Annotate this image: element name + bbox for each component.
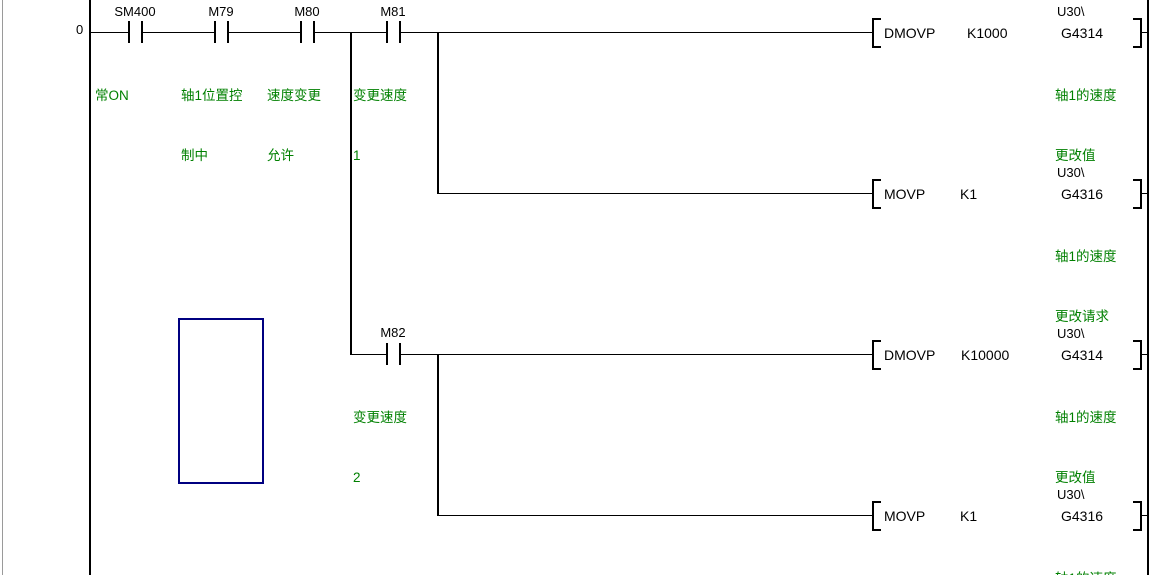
device-label-m79: M79 [208,4,234,19]
comment-sm400: 常ON [95,46,129,186]
instruction-dest-header-1: U30\ [1057,4,1085,19]
bracket-tick-top [872,340,881,342]
comment-m81: 变更速度 1 [353,46,407,206]
comment-line-2: 1 [353,148,361,163]
instruction-dest-header-2: U30\ [1057,165,1085,180]
branch-vertical-to-movp-2 [437,354,439,516]
bracket-tick-bottom [872,46,881,48]
comment-m79: 轴1位置控 制中 [181,46,243,206]
wire-branch-to-movp-2-row [437,515,872,516]
instruction-dest-comment-1: 轴1的速度 更改值 [1055,46,1117,206]
branch-vertical-to-m82-rung [350,32,352,355]
bracket-tick-bottom [1133,207,1142,209]
bracket-tick-bottom [1133,368,1142,370]
device-label-m81: M81 [380,4,406,19]
instruction-mnemonic-1[interactable]: DMOVP [884,25,936,41]
instruction-mnemonic-4[interactable]: MOVP [884,508,926,524]
bracket-tick-top [1133,501,1142,503]
device-label-m80: M80 [294,4,320,19]
contact-bar-left [300,21,302,43]
instruction-dest-comment-2: 轴1的速度 更改请求 [1055,207,1117,367]
instruction-dest-comment-3: 轴1的速度 更改值 [1055,368,1117,528]
comment-line-1: 轴1的速度 [1055,249,1117,264]
instruction-bracket-right-3 [1133,340,1142,370]
bracket-tick-top [872,501,881,503]
bracket-tick-top [872,18,881,20]
instruction-bracket-left-1 [872,18,881,48]
instruction-dest-2[interactable]: G4316 [1061,186,1104,202]
wire-bracket-to-right-rail-3 [1142,354,1148,355]
selection-cursor[interactable] [178,318,264,484]
contact-bar-left [128,21,130,43]
comment-line-1: 轴1的速度 [1055,410,1117,425]
comment-line-2: 更改值 [1055,148,1096,163]
wire-branch-to-m82 [350,354,386,355]
instruction-source-3[interactable]: K10000 [961,347,1010,363]
wire-bracket-to-right-rail-2 [1142,193,1148,194]
device-label-m82: M82 [380,325,406,340]
instruction-bracket-right-4 [1133,501,1142,531]
instruction-dest-3[interactable]: G4314 [1061,347,1104,363]
bracket-tick-bottom [872,529,881,531]
instruction-source-1[interactable]: K1000 [967,25,1008,41]
instruction-mnemonic-2[interactable]: MOVP [884,186,926,202]
comment-line-2: 制中 [181,148,208,163]
contact-bar-left [386,343,388,365]
contact-bar-left [386,21,388,43]
branch-vertical-to-movp-1 [437,32,439,194]
bracket-tick-bottom [872,207,881,209]
instruction-bracket-left-4 [872,501,881,531]
instruction-bracket-right-1 [1133,18,1142,48]
comment-line-2: 更改值 [1055,470,1096,485]
instruction-bracket-left-2 [872,179,881,209]
bracket-tick-top [872,179,881,181]
comment-line-1: 轴1位置控 [181,88,243,103]
comment-line-1: 轴1的速度 [1055,569,1117,575]
bracket-tick-top [1133,340,1142,342]
comment-m82: 变更速度 2 [353,368,407,528]
wire-m82-to-dmovp-2 [399,354,872,355]
wire-sm400-to-m79 [141,32,214,33]
device-label-sm400: SM400 [114,4,156,19]
wire-m80-to-m81 [313,32,386,33]
comment-line-2: 2 [353,470,361,485]
instruction-dest-4[interactable]: G4316 [1061,508,1104,524]
wire-bracket-to-right-rail-4 [1142,515,1148,516]
bracket-tick-top [1133,18,1142,20]
comment-line-1: 速度变更 [267,88,321,103]
wire-rail-to-sm400 [89,32,128,33]
comment-line-1: 变更速度 [353,410,407,425]
comment-line-1: 常ON [95,88,129,103]
bracket-tick-top [1133,179,1142,181]
comment-line-1: 轴1的速度 [1055,88,1117,103]
wire-branch-to-movp-1 [437,193,872,194]
wire-bracket-to-right-rail-1 [1142,32,1148,33]
comment-line-2: 更改请求 [1055,309,1109,324]
instruction-dest-header-3: U30\ [1057,326,1085,341]
comment-m80: 速度变更 允许 [267,46,321,206]
instruction-bracket-right-2 [1133,179,1142,209]
instruction-dest-comment-4: 轴1的速度 更改请求 [1055,529,1117,575]
contact-bar-left [214,21,216,43]
step-number: 0 [76,22,84,37]
instruction-dest-1[interactable]: G4314 [1061,25,1104,41]
bracket-tick-bottom [872,368,881,370]
instruction-source-4[interactable]: K1 [960,508,978,524]
wire-m81-to-dmovp-1 [399,32,872,33]
instruction-bracket-left-3 [872,340,881,370]
instruction-mnemonic-3[interactable]: DMOVP [884,347,936,363]
comment-line-2: 允许 [267,148,294,163]
right-power-rail [1147,0,1149,575]
bracket-tick-bottom [1133,529,1142,531]
wire-m79-to-m80 [227,32,300,33]
instruction-dest-header-4: U30\ [1057,487,1085,502]
bracket-tick-bottom [1133,46,1142,48]
comment-line-1: 变更速度 [353,88,407,103]
instruction-source-2[interactable]: K1 [960,186,978,202]
left-power-rail [89,0,91,575]
window-left-edge [2,0,3,575]
